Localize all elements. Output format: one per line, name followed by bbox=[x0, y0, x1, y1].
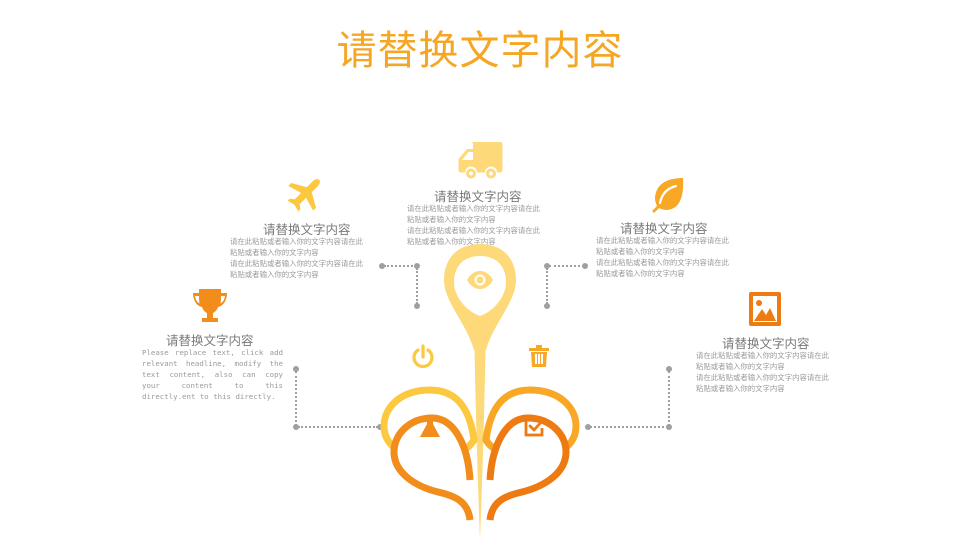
body-line: 请在此粘贴或者输入你的文字内容请在此 bbox=[230, 259, 364, 268]
block-body: 请在此粘贴或者输入你的文字内容请在此 粘贴或者输入你的文字内容 请在此粘贴或者输… bbox=[230, 236, 380, 280]
truck-icon bbox=[457, 140, 503, 182]
body-line: 粘贴或者输入你的文字内容 bbox=[696, 384, 785, 393]
text-block-leaf: 请替换文字内容 请在此粘贴或者输入你的文字内容请在此 粘贴或者输入你的文字内容 … bbox=[594, 172, 744, 282]
body-line: 粘贴或者输入你的文字内容 bbox=[407, 215, 496, 224]
leaf-icon bbox=[650, 176, 686, 214]
body-line: 请在此粘贴或者输入你的文字内容请在此 bbox=[596, 236, 730, 245]
trophy-icon bbox=[191, 287, 229, 327]
text-block-trophy: 请替换文字内容 Please replace text, click add r… bbox=[140, 285, 285, 405]
body-line: 请在此粘贴或者输入你的文字内容请在此 bbox=[596, 258, 730, 267]
trash-icon bbox=[528, 344, 550, 368]
body-line: 粘贴或者输入你的文字内容 bbox=[230, 270, 319, 279]
checkbox-icon bbox=[522, 415, 546, 439]
block-heading: 请替换文字内容 bbox=[434, 189, 522, 204]
image-icon bbox=[747, 290, 783, 328]
body-line: 粘贴或者输入你的文字内容 bbox=[230, 248, 319, 257]
eye-icon bbox=[466, 270, 494, 290]
block-body: 请在此粘贴或者输入你的文字内容请在此 粘贴或者输入你的文字内容 请在此粘贴或者输… bbox=[696, 350, 846, 394]
block-heading: 请替换文字内容 bbox=[620, 221, 708, 236]
block-body: 请在此粘贴或者输入你的文字内容请在此 粘贴或者输入你的文字内容 请在此粘贴或者输… bbox=[407, 203, 557, 247]
page-title: 请替换文字内容 bbox=[336, 28, 624, 74]
flask-icon bbox=[419, 415, 441, 439]
airplane-icon bbox=[283, 174, 327, 214]
block-heading: 请替换文字内容 bbox=[722, 336, 810, 351]
body-line: 请在此粘贴或者输入你的文字内容请在此 bbox=[696, 373, 830, 382]
body-line: 请在此粘贴或者输入你的文字内容请在此 bbox=[407, 204, 541, 213]
text-block-truck: 请替换文字内容 请在此粘贴或者输入你的文字内容请在此 粘贴或者输入你的文字内容 … bbox=[405, 138, 555, 248]
flower-diagram bbox=[370, 240, 590, 540]
body-line: 粘贴或者输入你的文字内容 bbox=[407, 237, 496, 246]
power-icon bbox=[410, 344, 436, 370]
body-line: 请在此粘贴或者输入你的文字内容请在此 bbox=[696, 351, 830, 360]
block-heading: 请替换文字内容 bbox=[166, 333, 254, 348]
text-block-plane: 请替换文字内容 请在此粘贴或者输入你的文字内容请在此 粘贴或者输入你的文字内容 … bbox=[228, 172, 378, 282]
block-body: Please replace text, click add relevant … bbox=[142, 348, 283, 401]
body-line: 粘贴或者输入你的文字内容 bbox=[596, 269, 685, 278]
block-heading: 请替换文字内容 bbox=[263, 222, 351, 237]
body-line: 粘贴或者输入你的文字内容 bbox=[696, 362, 785, 371]
body-line: 请在此粘贴或者输入你的文字内容请在此 bbox=[407, 226, 541, 235]
block-body: 请在此粘贴或者输入你的文字内容请在此 粘贴或者输入你的文字内容 请在此粘贴或者输… bbox=[596, 235, 746, 279]
body-line: 粘贴或者输入你的文字内容 bbox=[596, 247, 685, 256]
text-block-image: 请替换文字内容 请在此粘贴或者输入你的文字内容请在此 粘贴或者输入你的文字内容 … bbox=[696, 288, 846, 398]
body-line: 请在此粘贴或者输入你的文字内容请在此 bbox=[230, 237, 364, 246]
